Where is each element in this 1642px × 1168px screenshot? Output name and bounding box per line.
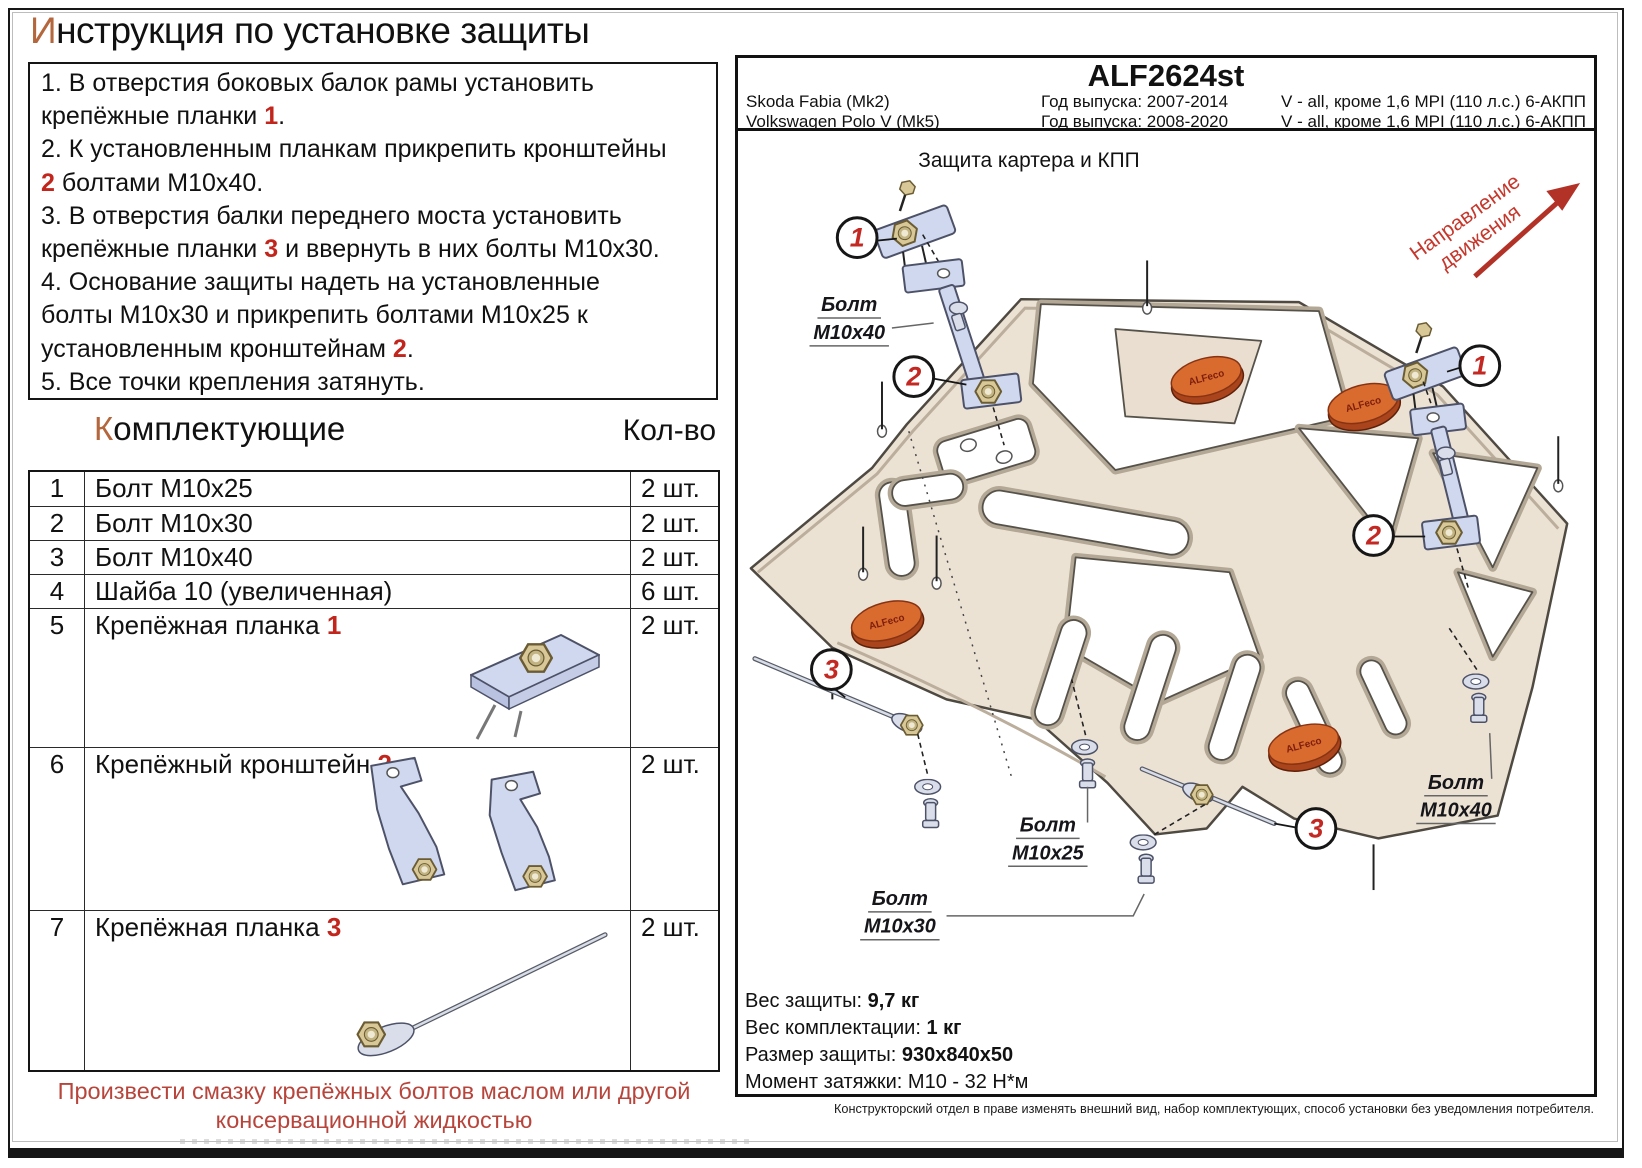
svg-text:3: 3 xyxy=(1308,813,1323,843)
clipped-footer-text xyxy=(180,1139,750,1144)
direction-arrow: Направление движения xyxy=(1406,170,1581,279)
bolt-label-m10x40-right: Болт М10х40 xyxy=(1416,733,1496,825)
bolt-label-m10x25: Болт М10х25 xyxy=(1008,786,1089,867)
mount-holes xyxy=(831,260,1564,891)
bolt-label-m10x30: Болт М10х30 xyxy=(860,888,1145,941)
svg-text:М10х25: М10х25 xyxy=(1012,842,1085,864)
callout-3-right: 3 xyxy=(1274,807,1338,850)
vehicle-model: Skoda Fabia (Mk2) xyxy=(746,92,890,111)
svg-text:М10х30: М10х30 xyxy=(864,916,936,938)
svg-text:2: 2 xyxy=(1365,520,1381,550)
brand-badge: ALFeco xyxy=(845,592,930,657)
brand-badge: ALFeco xyxy=(1322,375,1407,439)
disclaimer: Конструкторский отдел в праве изменять в… xyxy=(834,1102,1594,1116)
svg-text:Болт: Болт xyxy=(1428,772,1484,794)
brand-badge: ALFeco xyxy=(1165,348,1250,412)
svg-text:1: 1 xyxy=(1472,351,1487,381)
instruction-list: 1. В отверстия боковых балок рамы устано… xyxy=(41,69,667,396)
svg-text:Болт: Болт xyxy=(1020,814,1076,836)
right-fastening-assembly xyxy=(1384,319,1481,591)
plank3-right xyxy=(1139,766,1277,838)
part-header: ALF2624st Skoda Fabia (Mk2) Год выпуска:… xyxy=(735,55,1597,131)
components-header: Комплектующие Кол-во xyxy=(28,404,720,468)
grease-note: Произвести смазку крепёжных болтов масло… xyxy=(57,1078,691,1133)
vehicle-engine: V - all, кроме 1,6 MPI (110 л.с.) 6-АКПП xyxy=(1281,112,1586,131)
qty-header: Кол-во xyxy=(622,414,716,447)
vehicle-years: Год выпуска: 2007-2014 xyxy=(1041,92,1229,111)
installation-steps: 1. В отверстия боковых балок рамы устано… xyxy=(28,62,718,400)
bolt-with-washer xyxy=(914,627,1490,884)
protection-plate: ALFeco ALFeco ALFeco ALFeco xyxy=(749,260,1569,891)
callout-1-right: 1 xyxy=(1446,344,1502,388)
callout-3-left: 3 xyxy=(809,648,853,699)
bracket2-thumbnail xyxy=(370,756,556,892)
svg-text:1: 1 xyxy=(850,223,865,253)
plank3-thumbnail xyxy=(356,932,608,1057)
svg-text:2: 2 xyxy=(905,362,921,392)
part-code: ALF2624st xyxy=(1087,58,1245,93)
components-title: Комплектующие xyxy=(94,410,346,447)
vehicle-engine: V - all, кроме 1,6 MPI (110 л.с.) 6-АКПП xyxy=(1281,92,1586,111)
svg-text:Болт: Болт xyxy=(821,294,877,316)
plank1-thumbnail xyxy=(470,634,600,740)
callout-1-left: 1 xyxy=(835,216,897,259)
diagram-caption: Защита картера и КПП xyxy=(918,149,1139,172)
diagram-panel: Защита картера и КПП Направление движени… xyxy=(735,131,1597,1097)
callout-2-left: 2 xyxy=(892,355,967,398)
svg-text:Болт: Болт xyxy=(872,888,928,910)
assembly-diagram: Защита картера и КПП Направление движени… xyxy=(749,149,1581,941)
bolt-label-m10x40-left: Болт М10х40 xyxy=(809,294,934,347)
callout-2-right: 2 xyxy=(1352,514,1426,557)
left-fastening-assembly xyxy=(873,177,1023,446)
svg-text:3: 3 xyxy=(824,655,839,685)
svg-text:М10х40: М10х40 xyxy=(813,322,885,344)
vehicle-years: Год выпуска: 2008-2020 xyxy=(1041,112,1229,131)
svg-text:М10х40: М10х40 xyxy=(1420,800,1492,822)
page-title: Инструкция по установке защиты xyxy=(30,10,590,51)
brand-badge: ALFeco xyxy=(1262,716,1347,780)
vehicle-model: Volkswagen Polo V (Mk5) xyxy=(746,112,940,131)
